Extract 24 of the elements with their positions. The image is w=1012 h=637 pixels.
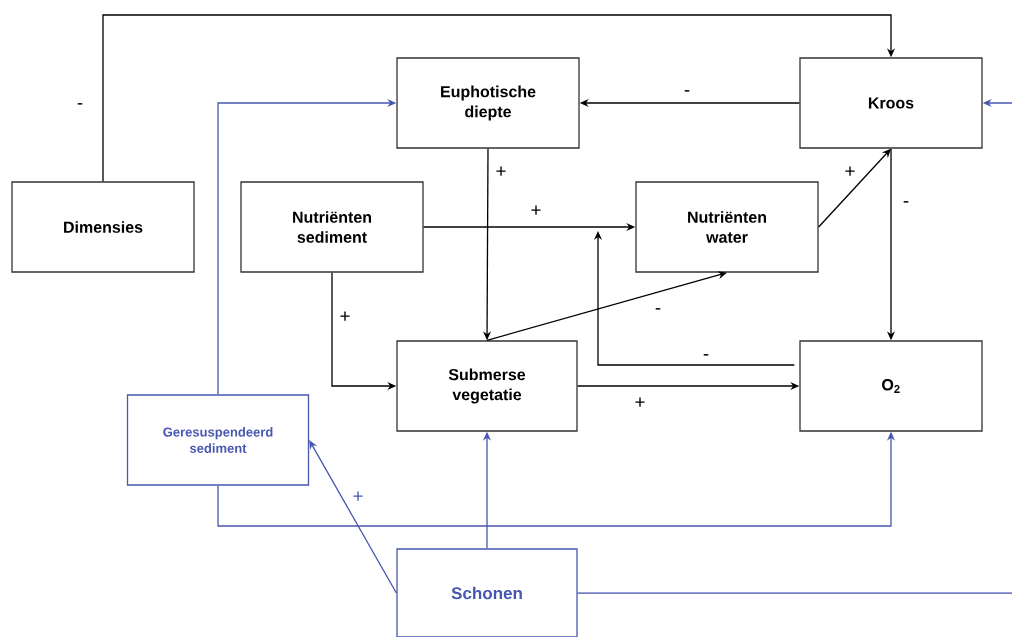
edge-label: - (684, 90, 690, 92)
process-box: Kroos (799, 57, 983, 149)
edge-label: + (635, 397, 645, 407)
edge-label: + (496, 166, 506, 176)
arrow (309, 440, 397, 594)
process-box: Geresuspendeerd sediment (126, 394, 310, 486)
edge-label: - (703, 354, 709, 356)
edge-label: + (531, 205, 541, 215)
process-box: Euphotische diepte (396, 57, 580, 149)
edge-label: + (353, 491, 363, 501)
edge-label: + (340, 311, 350, 321)
arrow (102, 14, 896, 182)
edge-label: - (655, 308, 661, 310)
process-box: Schonen (396, 548, 578, 637)
edge-label: + (845, 166, 855, 176)
process-box: O$_{2}$ (799, 340, 983, 432)
arrow (593, 231, 795, 366)
edge-label: - (903, 201, 909, 203)
process-box: Nutriënten sediment (240, 181, 424, 273)
arrow (486, 271, 727, 341)
process-box: Submerse vegetatie (396, 340, 578, 432)
process-box: Dimensies (11, 181, 195, 273)
edge-label: - (77, 103, 83, 105)
process-box: Nutriënten water (635, 181, 819, 273)
